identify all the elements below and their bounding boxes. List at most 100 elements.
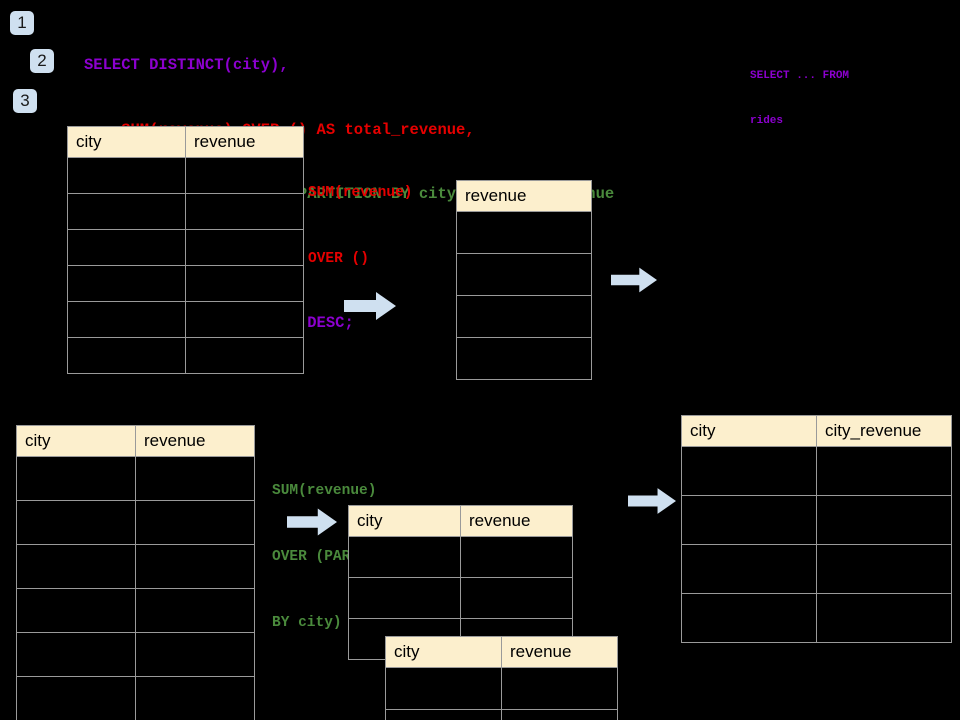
table-header-row: revenue	[456, 180, 592, 212]
table-cell	[67, 265, 186, 302]
table-header-row: city revenue	[385, 636, 618, 668]
table-total-revenue: revenue	[456, 180, 592, 380]
table-cell	[185, 265, 304, 302]
table-row	[16, 676, 255, 720]
table-rides-top: city revenue	[67, 126, 304, 374]
arrow-total-to-result-icon	[611, 267, 657, 293]
table-cell	[135, 676, 255, 720]
table-row	[67, 229, 304, 266]
table-row	[16, 632, 255, 677]
table-cell	[816, 495, 952, 545]
table-cell	[460, 536, 573, 578]
table-cell	[456, 295, 592, 338]
sql-line-select: SELECT DISTINCT(city),	[84, 56, 289, 74]
table-result: city city_revenue	[681, 415, 952, 643]
table-row	[16, 588, 255, 633]
table-row	[681, 495, 952, 545]
side-note-line-1: SELECT ... FROM	[750, 70, 850, 82]
column-header-city: city	[348, 505, 461, 537]
column-header-city: city	[385, 636, 502, 668]
annotation-total-revenue: SUM(revenue) OVER ()	[308, 138, 412, 314]
table-cell	[385, 667, 502, 710]
table-row	[681, 544, 952, 594]
step-badge-3: 3	[13, 89, 37, 113]
table-cell	[67, 301, 186, 338]
table-cell	[501, 667, 618, 710]
table-cell	[16, 500, 136, 545]
table-row	[456, 253, 592, 296]
table-row	[385, 709, 618, 720]
table-cell	[185, 229, 304, 266]
table-cell	[185, 157, 304, 194]
table-cell	[816, 446, 952, 496]
side-note-select-from: SELECT ... FROM rides	[750, 39, 849, 159]
column-header-city: city	[681, 415, 817, 447]
column-header-city: city	[16, 425, 136, 457]
table-cell	[456, 253, 592, 296]
table-cell	[348, 577, 461, 619]
table-cell	[16, 456, 136, 501]
table-body	[385, 667, 618, 720]
column-header-revenue: revenue	[135, 425, 255, 457]
table-row	[16, 544, 255, 589]
table-body	[456, 211, 592, 380]
table-row	[385, 667, 618, 710]
table-row	[456, 337, 592, 380]
annotation-city-revenue-line-1: SUM(revenue)	[272, 483, 377, 499]
table-row	[16, 500, 255, 545]
annotation-total-revenue-line-1: SUM(revenue)	[308, 185, 413, 201]
table-cell	[16, 588, 136, 633]
table-cell	[681, 495, 817, 545]
table-body	[67, 157, 304, 374]
column-header-revenue: revenue	[460, 505, 573, 537]
table-cell	[185, 337, 304, 374]
table-row	[67, 265, 304, 302]
table-cell	[135, 588, 255, 633]
arrow-partition-to-result-icon	[628, 488, 676, 514]
column-header-revenue: revenue	[456, 180, 592, 212]
table-row	[456, 211, 592, 254]
table-row	[16, 456, 255, 501]
table-cell	[816, 593, 952, 643]
table-cell	[456, 211, 592, 254]
table-cell	[348, 536, 461, 578]
table-cell	[681, 593, 817, 643]
annotation-city-revenue-line-3: BY city)	[272, 615, 342, 631]
column-header-city: city	[67, 126, 186, 158]
step-badge-2: 2	[30, 49, 54, 73]
table-header-row: city city_revenue	[681, 415, 952, 447]
table-partition-front: city revenue	[385, 636, 618, 720]
table-cell	[385, 709, 502, 720]
table-cell	[135, 544, 255, 589]
table-cell	[456, 337, 592, 380]
table-cell	[135, 500, 255, 545]
table-body	[16, 456, 255, 720]
table-cell	[185, 193, 304, 230]
table-cell	[16, 632, 136, 677]
table-row	[67, 193, 304, 230]
table-cell	[135, 456, 255, 501]
table-rides-bottom: city revenue	[16, 425, 255, 720]
arrow-rides-to-total-icon	[344, 292, 396, 320]
table-cell	[67, 193, 186, 230]
table-cell	[67, 229, 186, 266]
table-row	[348, 536, 573, 578]
table-row	[67, 301, 304, 338]
arrow-rides-to-partition-icon	[287, 508, 337, 536]
table-row	[456, 295, 592, 338]
table-header-row: city revenue	[16, 425, 255, 457]
column-header-revenue: revenue	[185, 126, 304, 158]
table-row	[67, 157, 304, 194]
table-cell	[816, 544, 952, 594]
table-cell	[681, 544, 817, 594]
table-cell	[501, 709, 618, 720]
side-note-line-2: rides	[750, 115, 784, 127]
table-cell	[16, 676, 136, 720]
table-cell	[460, 577, 573, 619]
table-cell	[16, 544, 136, 589]
table-cell	[185, 301, 304, 338]
column-header-revenue: revenue	[501, 636, 618, 668]
table-cell	[67, 157, 186, 194]
table-row	[681, 446, 952, 496]
